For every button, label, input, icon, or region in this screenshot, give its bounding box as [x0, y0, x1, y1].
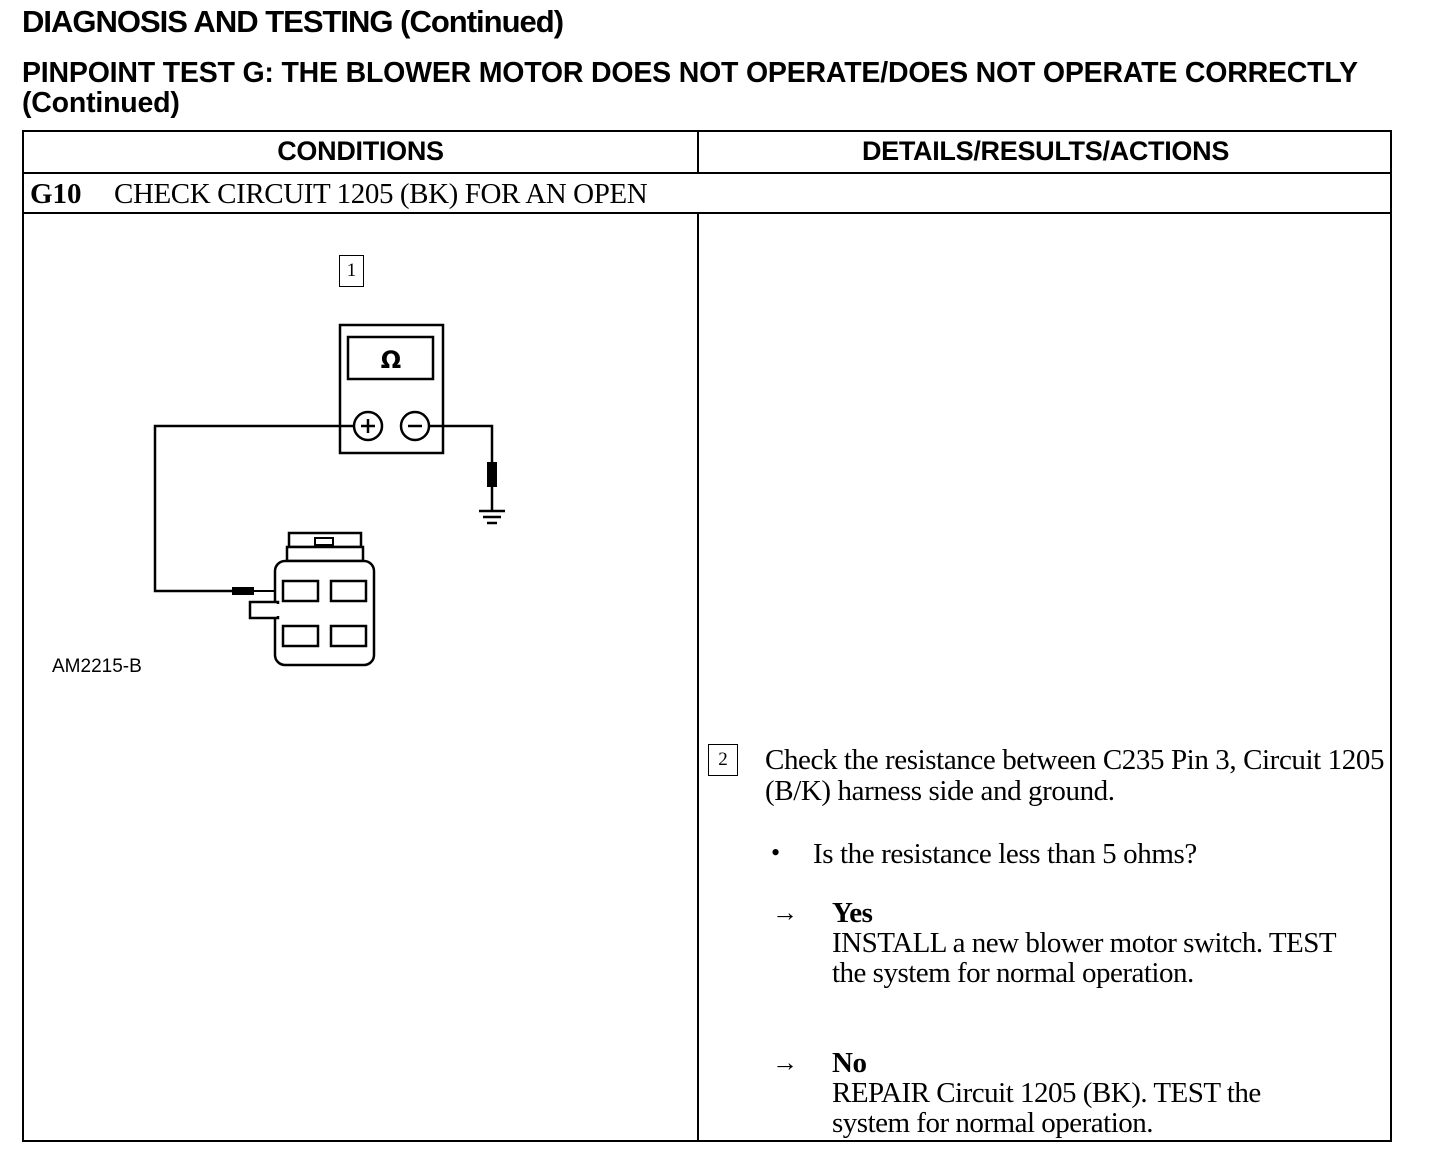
conditions-header: CONDITIONS	[277, 136, 444, 166]
column-divider	[697, 214, 699, 1142]
positive-test-lead	[153, 424, 354, 593]
ground-symbol-icon	[479, 509, 505, 525]
yes-result: Yes INSTALL a new blower motor switch. T…	[832, 898, 1352, 988]
test-table: CONDITIONS DETAILS/RESULTS/ACTIONS G10 C…	[22, 130, 1392, 1142]
step-1-marker: 1	[339, 255, 364, 287]
yes-arrow-icon: →	[772, 898, 798, 927]
details-header: DETAILS/RESULTS/ACTIONS	[861, 136, 1230, 166]
negative-test-lead	[429, 424, 494, 462]
no-arrow-icon: →	[772, 1048, 798, 1077]
header-divider	[697, 132, 699, 172]
pinpoint-test-title: PINPOINT TEST G: THE BLOWER MOTOR DOES N…	[22, 57, 1358, 119]
ground-clip-icon	[487, 462, 497, 487]
ohm-symbol: Ω	[381, 346, 401, 374]
header-rule	[24, 172, 1390, 174]
connector-c235-icon	[248, 531, 376, 667]
step-title: CHECK CIRCUIT 1205 (BK) FOR AN OPEN	[114, 178, 648, 210]
step-id: G10	[30, 178, 82, 210]
no-action: REPAIR Circuit 1205 (BK). TEST the syste…	[832, 1077, 1261, 1139]
ohmmeter-display	[346, 335, 435, 381]
bullet-icon: •	[771, 838, 781, 867]
no-result: No REPAIR Circuit 1205 (BK). TEST the sy…	[832, 1048, 1332, 1138]
probe-tip-icon	[232, 587, 254, 595]
yes-action: INSTALL a new blower motor switch. TEST …	[832, 927, 1336, 989]
question-text: Is the resistance less than 5 ohms?	[813, 838, 1197, 870]
instruction-text: Check the resistance between C235 Pin 3,…	[765, 744, 1385, 807]
figure-id: AM2215-B	[52, 656, 142, 677]
no-label: No	[832, 1047, 867, 1079]
step-rule	[24, 212, 1390, 214]
page-title: DIAGNOSIS AND TESTING (Continued)	[22, 4, 564, 39]
yes-label: Yes	[832, 897, 873, 929]
step-2-marker: 2	[708, 744, 738, 776]
